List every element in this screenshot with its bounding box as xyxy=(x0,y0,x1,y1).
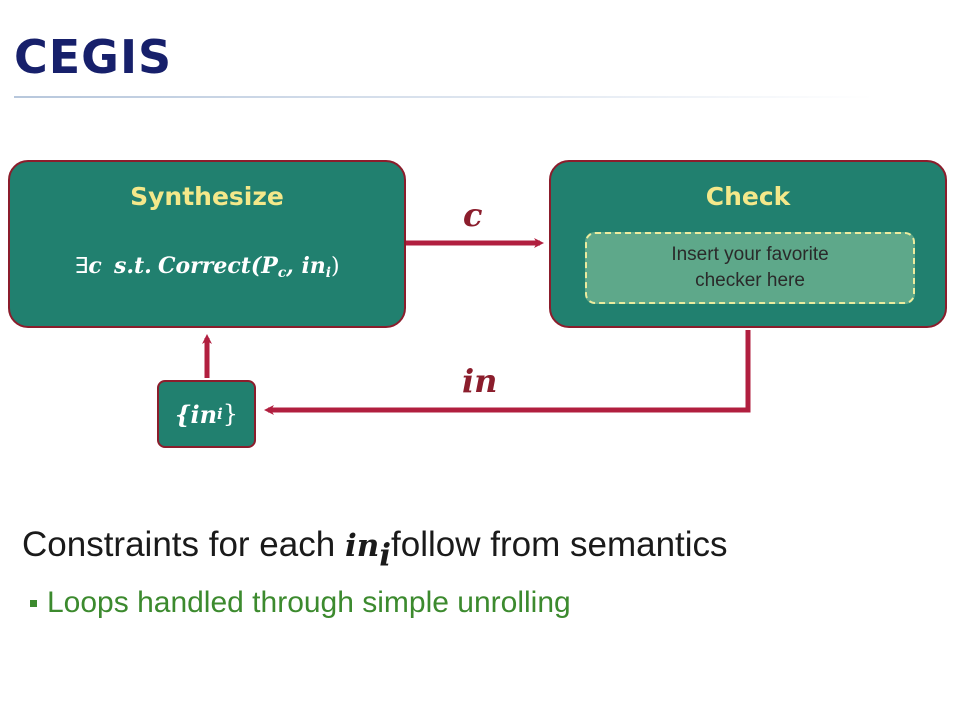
slide-title: CEGIS xyxy=(14,30,173,84)
counterexample-label: in xyxy=(462,362,498,400)
arrow-check-to-inputs xyxy=(264,330,751,415)
synthesize-box: Synthesize ∃c s.t. Correct(Pc, ini) xyxy=(8,160,406,328)
formula-close: ) xyxy=(330,254,340,279)
main-text-math: in xyxy=(344,528,380,564)
exists-symbol: ∃ xyxy=(74,254,89,279)
checker-placeholder-line2: checker here xyxy=(695,270,805,291)
main-text-after: follow from semantics xyxy=(391,525,728,564)
formula-var: c xyxy=(88,253,102,279)
title-divider xyxy=(14,96,874,98)
main-text-sub: i xyxy=(379,537,392,574)
formula-pred-sub: c xyxy=(277,265,287,282)
main-bullet: Constraints for each inifollow from sema… xyxy=(22,525,728,573)
synthesize-formula: ∃c s.t. Correct(Pc, ini) xyxy=(10,252,404,287)
inputs-set-open: {in xyxy=(175,399,218,429)
formula-in-sub: i xyxy=(325,265,331,282)
main-text-before: Constraints for each xyxy=(22,525,345,564)
sub-bullet: Loops handled through simple unrolling xyxy=(30,586,571,620)
sub-bullet-text: Loops handled through simple unrolling xyxy=(47,586,571,619)
candidate-label: c xyxy=(463,196,483,234)
formula-st: s.t. xyxy=(113,253,152,279)
synthesize-title: Synthesize xyxy=(130,182,284,211)
inputs-set-sub: i xyxy=(217,405,223,423)
check-title: Check xyxy=(705,182,791,211)
formula-pred: Correct(P xyxy=(157,253,278,279)
inputs-set-close: } xyxy=(222,400,238,428)
square-bullet-icon xyxy=(30,599,37,607)
checker-placeholder-line1: Insert your favorite xyxy=(671,244,829,265)
check-box: Check Insert your favorite checker here xyxy=(549,160,947,328)
checker-placeholder: Insert your favorite checker here xyxy=(585,232,915,304)
formula-comma: , in xyxy=(286,253,326,279)
